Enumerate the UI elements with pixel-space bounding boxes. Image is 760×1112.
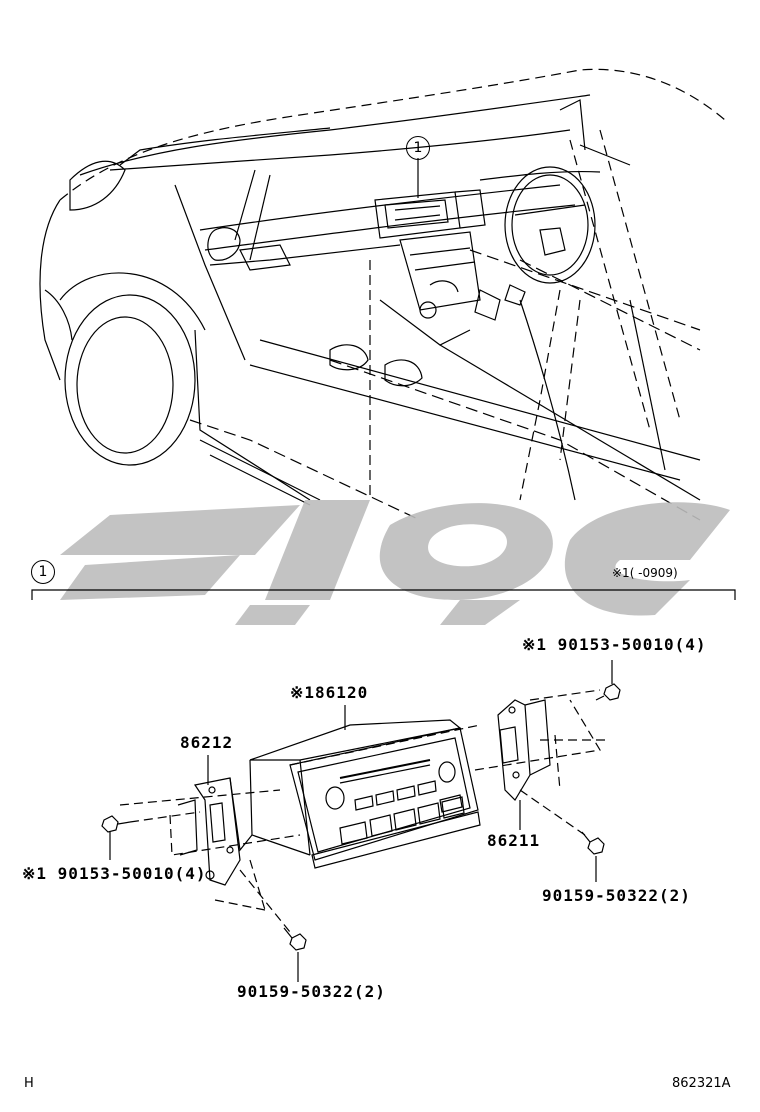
part-label-bolt-right: 90159-50322(2) xyxy=(542,886,691,905)
bolt-bottom xyxy=(283,927,307,951)
part-label-bolt-bottom: 90159-50322(2) xyxy=(237,982,386,1001)
part-label-86211: 86211 xyxy=(487,831,541,850)
section-note: ※1( -0909) xyxy=(612,566,678,580)
vehicle-illustration xyxy=(39,68,726,521)
assembly-lines xyxy=(119,689,610,933)
bracket-86211 xyxy=(497,699,551,801)
screw-left xyxy=(101,815,131,833)
part-label-86212: 86212 xyxy=(180,733,234,752)
part-label-screw-upper-right: ※1 90153-50010(4) xyxy=(522,635,707,654)
section-number: 1 xyxy=(31,560,55,584)
figure-id: 862321A xyxy=(672,1076,731,1091)
screw-upper-right xyxy=(595,683,621,701)
callout-1-vehicle: 1 xyxy=(406,136,430,160)
part-label-86120: ※186120 xyxy=(290,683,369,702)
radio-receiver-86120 xyxy=(249,719,481,869)
section-frame xyxy=(31,589,736,600)
footer-code: H xyxy=(24,1076,34,1091)
bolt-right xyxy=(581,831,605,855)
watermark xyxy=(60,500,730,625)
part-label-screw-left: ※1 90153-50010(4) xyxy=(22,864,207,883)
leader-lines xyxy=(109,660,613,982)
